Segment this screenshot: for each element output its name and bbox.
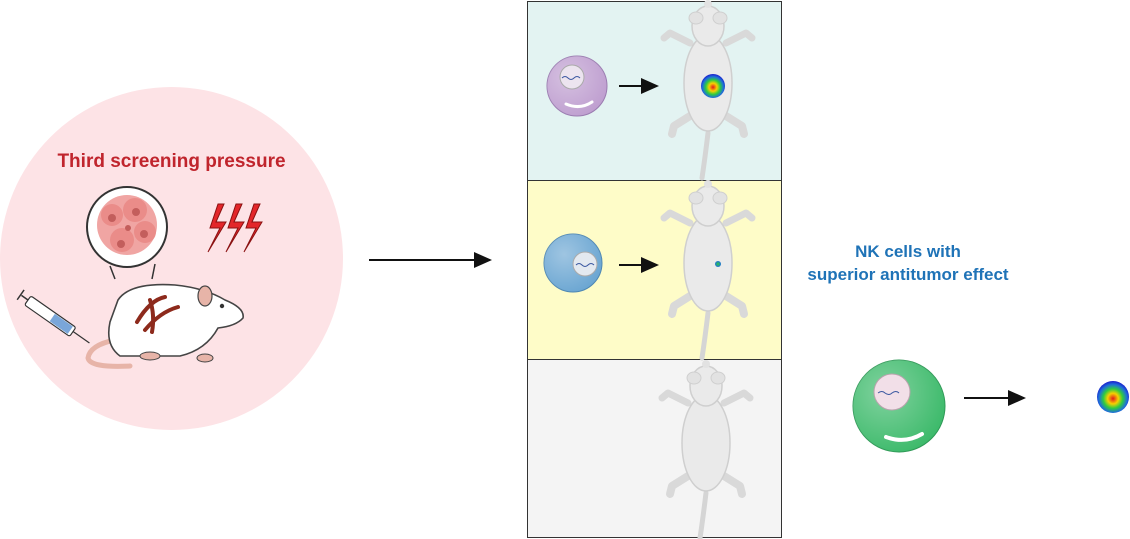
nk-label-line1: NK cells with: [855, 242, 961, 261]
tumor-magnifier: [86, 186, 168, 280]
nk-cells-label: NK cells with superior antitumor effect: [788, 240, 1028, 286]
screening-title: Third screening pressure: [57, 151, 286, 172]
cell-green: [852, 359, 946, 453]
rat-illustration: [85, 283, 244, 369]
bioluminescence-signal-large: [701, 74, 725, 98]
lightning-icon: [207, 203, 263, 253]
cell-purple: [546, 55, 608, 117]
nk-label-line2: superior antitumor effect: [807, 265, 1009, 284]
screening-circle: [0, 87, 343, 430]
syringe-icon: [16, 289, 90, 344]
cell-blue: [543, 233, 603, 293]
mouse-panel2: [664, 180, 752, 358]
panel-no-signal: [527, 359, 782, 538]
mouse-panel3: [662, 360, 750, 538]
bioluminescence-signal-result: [1097, 381, 1129, 413]
bioluminescence-signal-small: [715, 261, 721, 267]
